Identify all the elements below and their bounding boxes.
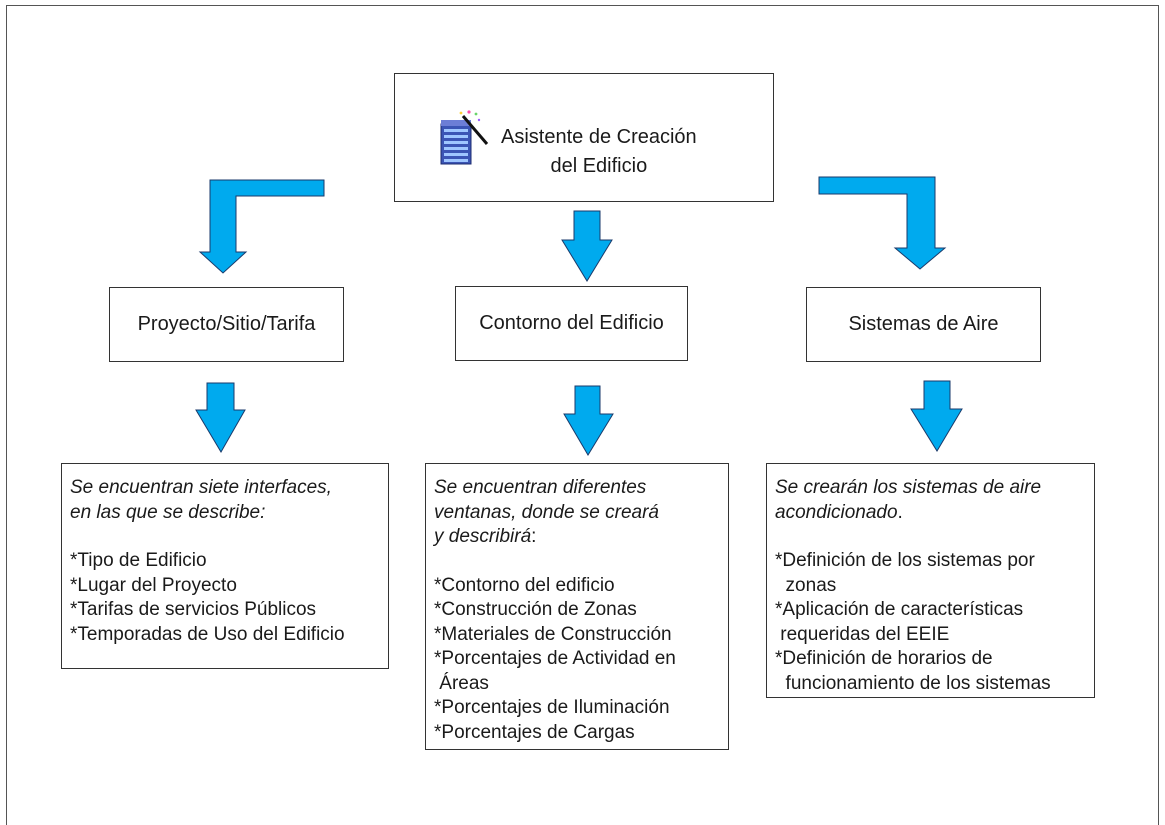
list-item: *Aplicación de características (775, 599, 1024, 620)
intro-line: Se encuentran diferentes (434, 477, 647, 498)
description-list: *Contorno del edificio *Construcción de … (434, 574, 720, 746)
title-box: Asistente de Creación del Edificio (394, 73, 774, 202)
list-item: *Tarifas de servicios Públicos (70, 599, 317, 620)
description-list: *Definición de los sistemas por zonas *A… (775, 549, 1086, 696)
category-label: Sistemas de Aire (848, 313, 999, 335)
description-intro: Se crearán los sistemas de aire acondici… (775, 476, 1086, 525)
building-wizard-icon (439, 110, 491, 173)
elbow-arrow-right (818, 176, 947, 270)
list-item: *Contorno del edificio (434, 574, 615, 596)
down-arrow-1 (195, 382, 246, 453)
intro-line: Se crearán los sistemas de aire (775, 477, 1042, 498)
list-item: *Porcentajes de Actividad en (434, 648, 676, 669)
intro-line: ventanas, donde se creará (434, 501, 659, 523)
description-box-sistemas: Se crearán los sistemas de aire acondici… (766, 463, 1095, 698)
intro-suffix: : (531, 526, 537, 547)
category-box-contorno: Contorno del Edificio (455, 286, 688, 361)
description-intro: Se encuentran siete interfaces, en las q… (70, 476, 380, 525)
list-item: *Lugar del Proyecto (70, 574, 237, 596)
down-arrow-2 (563, 385, 614, 456)
down-arrow-3 (910, 380, 963, 452)
category-label: Contorno del Edificio (479, 312, 664, 334)
list-item: funcionamiento de los sistemas (775, 672, 1051, 694)
intro-suffix: . (897, 501, 903, 523)
category-label: Proyecto/Sitio/Tarifa (137, 313, 316, 335)
description-box-proyecto: Se encuentran siete interfaces, en las q… (61, 463, 389, 669)
list-item: zonas (775, 574, 837, 596)
intro-line: Se encuentran siete interfaces, (70, 477, 332, 498)
list-item: *Definición de horarios de (775, 648, 993, 669)
title-line-1: Asistente de Creación (501, 126, 697, 148)
list-item: *Tipo de Edificio (70, 550, 207, 571)
intro-line: y describirá (434, 526, 532, 547)
list-item: *Temporadas de Uso del Edificio (70, 623, 345, 645)
description-box-contorno: Se encuentran diferentes ventanas, donde… (425, 463, 729, 750)
description-list: *Tipo de Edificio *Lugar del Proyecto *T… (70, 549, 380, 647)
diagram-frame (6, 5, 1159, 825)
category-box-proyecto: Proyecto/Sitio/Tarifa (109, 287, 344, 362)
description-intro: Se encuentran diferentes ventanas, donde… (434, 476, 720, 550)
down-arrow-center (561, 210, 613, 282)
title-text: Asistente de Creación del Edificio (501, 123, 697, 181)
list-item: *Construcción de Zonas (434, 599, 637, 620)
list-item: requeridas del EEIE (775, 623, 950, 645)
list-item: Áreas (434, 672, 489, 694)
list-item: *Materiales de Construcción (434, 623, 672, 645)
title-line-2: del Edificio (550, 155, 648, 177)
intro-line: en las que se describe: (70, 501, 266, 523)
intro-line: acondicionado (775, 501, 898, 523)
elbow-arrow-left (198, 179, 325, 274)
list-item: *Porcentajes de Iluminación (434, 697, 670, 718)
list-item: *Definición de los sistemas por (775, 550, 1035, 571)
list-item: *Porcentajes de Cargas (434, 721, 635, 743)
category-box-sistemas: Sistemas de Aire (806, 287, 1041, 362)
